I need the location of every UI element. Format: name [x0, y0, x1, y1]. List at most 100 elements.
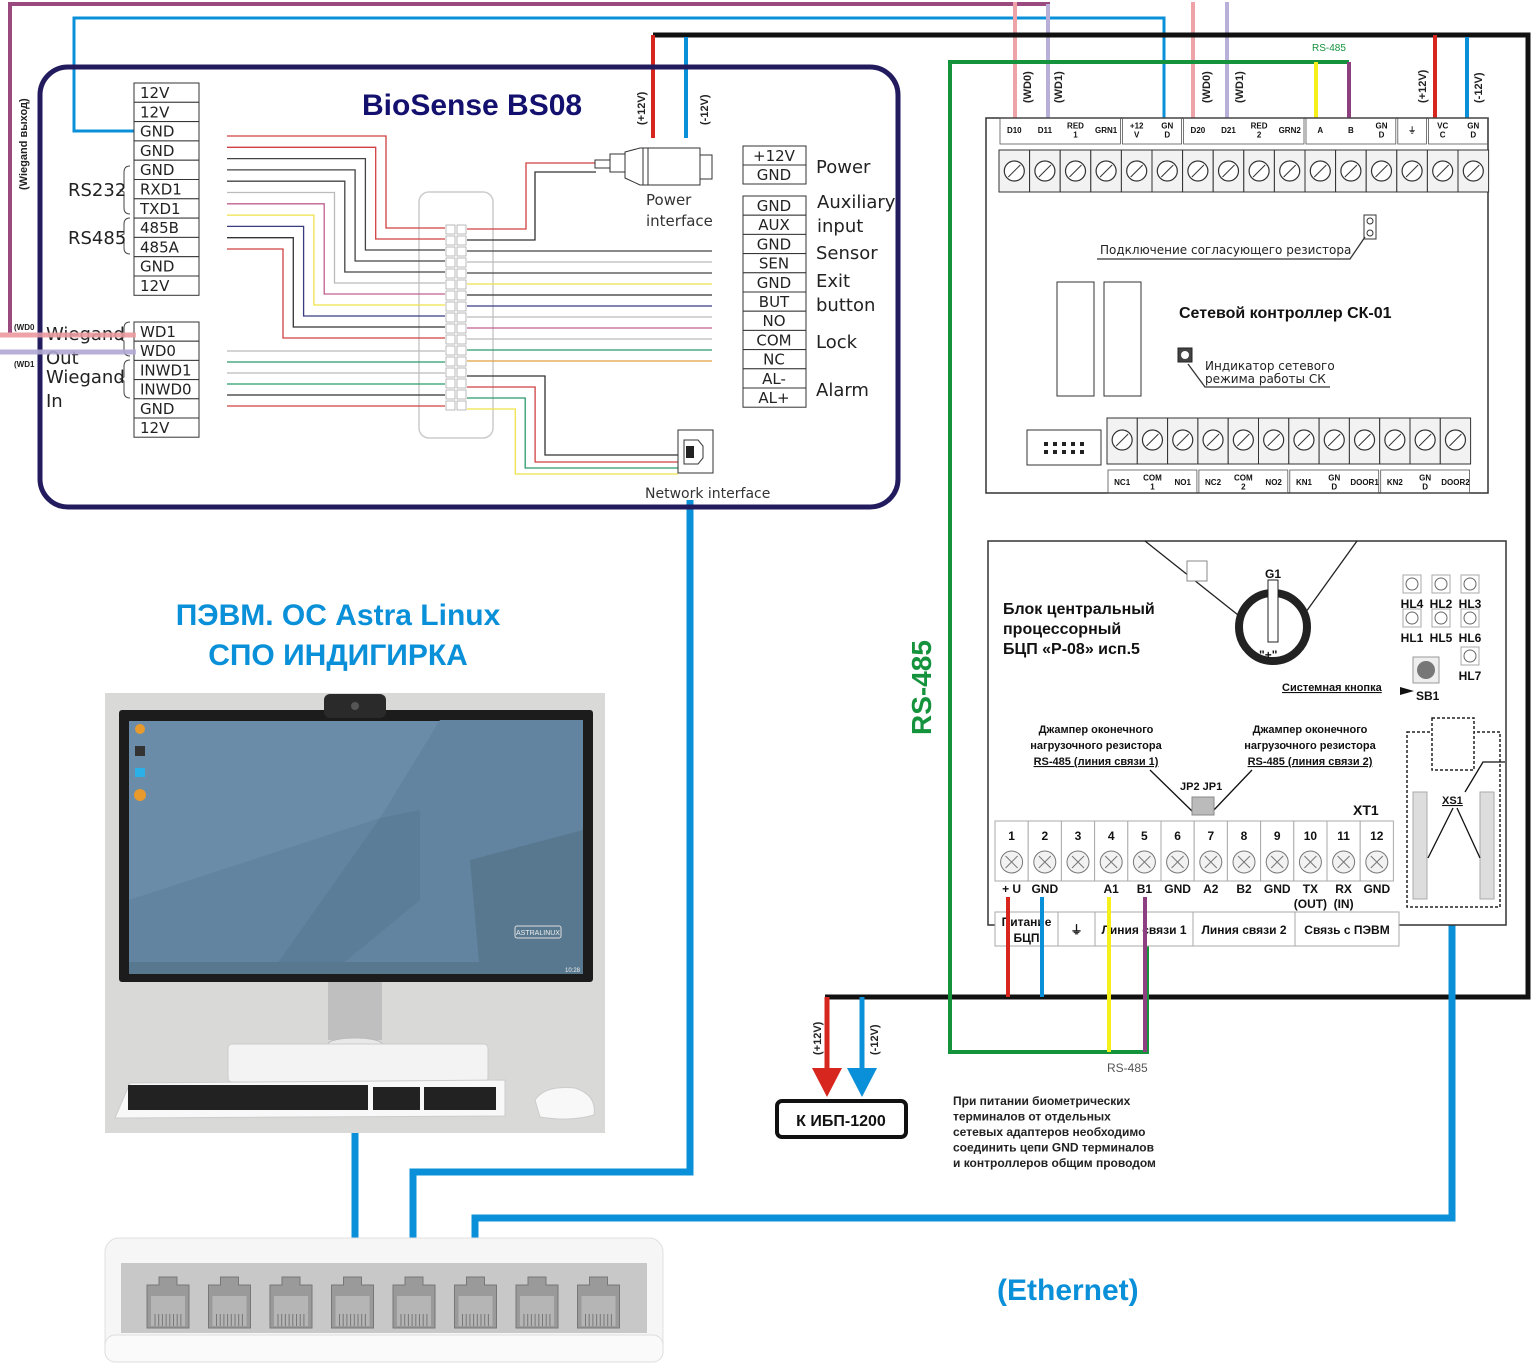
- screw-cross: [1270, 855, 1284, 869]
- rs485-bottom-label: RS-485: [1107, 1061, 1148, 1075]
- internal-wire: [227, 169, 445, 262]
- connector-pin: [445, 389, 456, 400]
- cpu-terminal-number: 1: [1008, 829, 1015, 843]
- terminal-group-box: [1122, 117, 1183, 145]
- controller-terminal-label: B: [1348, 126, 1354, 135]
- screw-slot: [1313, 164, 1327, 178]
- internal-wire: [227, 225, 445, 317]
- cpu-terminal-number: 8: [1241, 829, 1248, 843]
- connector-pin: [445, 378, 456, 389]
- reader-right-pin-label: GND: [757, 197, 791, 215]
- connector-pin: [456, 290, 467, 301]
- rj45-port-inner: [581, 1296, 616, 1326]
- ribbon-pin: [1044, 442, 1048, 446]
- reader-pin-label: TXD1: [139, 200, 181, 218]
- xs1-chip: [1431, 717, 1475, 771]
- ribbon-pin: [1080, 442, 1084, 446]
- power-interface-label-2: interface: [646, 212, 713, 230]
- battery-plus-label: "+": [1259, 648, 1277, 662]
- cpu-terminal-number: 9: [1274, 829, 1281, 843]
- reader-pin-label: 485B: [140, 219, 179, 237]
- astralinux-logo: ASTRALINUX: [516, 930, 560, 937]
- reader-power-pin-label: +12V: [753, 147, 796, 165]
- jumper1-note-1: Джампер оконечного: [1039, 724, 1154, 736]
- internal-wire: [227, 203, 445, 295]
- reader-right-pin-label: NO: [762, 312, 785, 330]
- aux-jumper-icon: [1186, 560, 1208, 582]
- brace: [118, 321, 131, 357]
- connector-pin: [456, 389, 467, 400]
- ctrl-rs485-label: RS-485: [1312, 43, 1346, 54]
- cpu-terminal-label: GND: [1363, 882, 1390, 896]
- screw-slot: [1252, 164, 1266, 178]
- reader-right-pin-label: SEN: [759, 255, 789, 273]
- connector-pin: [456, 224, 467, 235]
- controller-terminal-label: GN: [1328, 474, 1340, 483]
- reader-right-pin-label: AUX: [758, 216, 790, 234]
- reader-minus12-label: (-12V): [699, 94, 711, 125]
- internal-wire: [227, 157, 445, 251]
- led-circle: [1463, 649, 1477, 663]
- ribbon-pin: [1053, 442, 1057, 446]
- connector-pin: [445, 279, 456, 290]
- screw-cross: [1071, 855, 1085, 869]
- switch-port-bay: [121, 1263, 647, 1333]
- reader-pin-label: GND: [140, 400, 174, 418]
- controller-terminal-label: RED: [1067, 122, 1084, 131]
- resistor-pin: [1366, 229, 1374, 237]
- ethernet-label: (Ethernet): [997, 1274, 1139, 1307]
- controller-terminal-label: V: [1134, 131, 1140, 140]
- connector-pin: [456, 312, 467, 323]
- exit-group-label: Exit: [816, 271, 850, 292]
- ethernet-cpu-wire: [471, 905, 1456, 1272]
- internal-wire: [467, 397, 678, 469]
- aux-group-label: input: [817, 216, 863, 237]
- led-label: HL3: [1459, 597, 1482, 611]
- taskbar-clock: 10:28: [565, 968, 581, 974]
- terminal-group-box: [1198, 469, 1289, 494]
- cpu-terminal-label: B1: [1137, 882, 1153, 896]
- brace: [118, 359, 131, 399]
- controller-terminal-label: ⏚: [1408, 126, 1416, 135]
- cpu-group-label: Питание: [1002, 915, 1052, 929]
- screw-slot: [1297, 433, 1311, 447]
- led-label: HL2: [1430, 597, 1453, 611]
- cpu-terminal-sublabel: (IN): [1334, 897, 1354, 911]
- cpu-terminal-number: 7: [1207, 829, 1214, 843]
- screw-cross: [1370, 855, 1384, 869]
- cpu-terminal-number: 3: [1075, 829, 1082, 843]
- indicator-pointer: [1187, 363, 1330, 388]
- screw-slot: [1099, 164, 1113, 178]
- screw-slot: [1358, 433, 1371, 447]
- rj45-port-inner: [335, 1296, 370, 1326]
- led-circle: [1463, 577, 1477, 591]
- internal-wire: [467, 375, 678, 456]
- reader-right-pin-label: BUT: [759, 293, 790, 311]
- controller-terminal-label: COM: [1234, 474, 1253, 483]
- cpu-terminal-number: 10: [1304, 829, 1318, 843]
- led-label: HL5: [1430, 631, 1453, 645]
- ups-plus-arrow: [812, 1068, 842, 1097]
- rj45-port-inner: [397, 1296, 431, 1326]
- jumper1-note-3: RS-485 (линия связи 1): [1034, 756, 1159, 768]
- internal-wire: [227, 248, 445, 339]
- controller-terminal-label: C: [1440, 131, 1446, 140]
- screw-slot: [1449, 433, 1462, 447]
- reader-pin-label: INWD1: [140, 361, 192, 379]
- cpu-terminal-number: 2: [1041, 829, 1048, 843]
- controller-terminal-label: GRN2: [1279, 126, 1302, 135]
- controller-terminal-label: DOOR2: [1441, 478, 1470, 487]
- screw-slot: [1267, 433, 1281, 447]
- cpu-group-label: Линия связи 2: [1201, 923, 1286, 937]
- screw-slot: [1436, 164, 1450, 178]
- screw-slot: [1130, 164, 1144, 178]
- group-wiegand-in-label-1: Wiegand: [46, 367, 125, 388]
- reader-pin-label: 12V: [140, 103, 170, 121]
- wire-label: (WD0): [1201, 71, 1213, 103]
- connector-pin: [445, 235, 456, 246]
- controller-terminal-label: D20: [1191, 126, 1206, 135]
- connector-pin: [456, 400, 467, 411]
- connector-pin: [445, 257, 456, 268]
- controller-terminal-label: KN2: [1387, 478, 1404, 487]
